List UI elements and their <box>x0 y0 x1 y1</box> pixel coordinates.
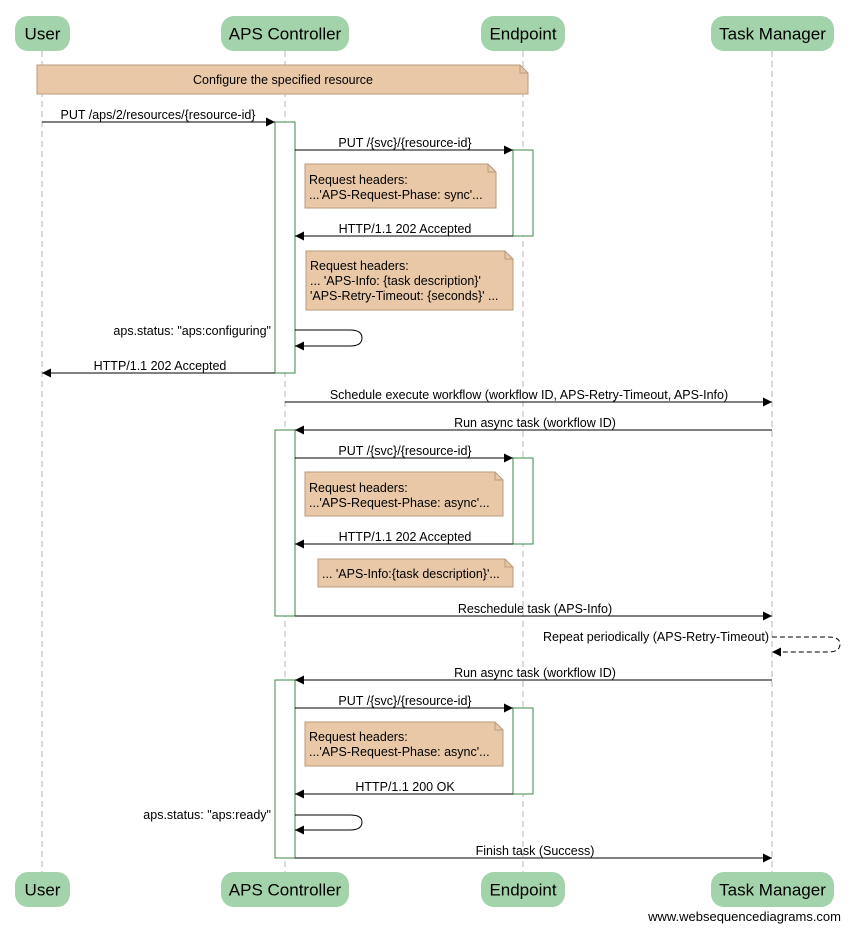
note-sync-headers-line-1: Request headers: <box>309 173 408 187</box>
message-put-svc-1: PUT /{svc}/{resource-id} <box>295 136 513 155</box>
message-reschedule-task: Reschedule task (APS-Info) <box>295 602 772 621</box>
message-put-resource-label: PUT /aps/2/resources/{resource-id} <box>60 108 255 122</box>
message-schedule-workflow: Schedule execute workflow (workflow ID, … <box>285 388 772 407</box>
messages: PUT /aps/2/resources/{resource-id} PUT /… <box>42 108 841 863</box>
message-aps-ready: aps.status: "aps:ready" <box>143 808 363 835</box>
note-async-headers-2: Request headers: ...'APS-Request-Phase: … <box>304 721 504 767</box>
actor-user-bottom-label: User <box>25 881 61 900</box>
actor-user: User <box>15 16 70 51</box>
actors-bottom: User APS Controller Endpoint Task Manage… <box>15 872 834 907</box>
actor-endpoint: Endpoint <box>481 16 565 51</box>
message-put-svc-3: PUT /{svc}/{resource-id} <box>295 694 513 713</box>
actor-task-manager-bottom: Task Manager <box>711 872 834 907</box>
note-aps-info-headers-line-3: 'APS-Retry-Timeout: {seconds}' ... <box>310 289 498 303</box>
message-repeat-periodically-label: Repeat periodically (APS-Retry-Timeout) <box>543 630 769 644</box>
actor-task-manager: Task Manager <box>711 16 834 51</box>
message-202-accepted-2-label: HTTP/1.1 202 Accepted <box>339 530 472 544</box>
message-aps-configuring-label: aps.status: "aps:configuring" <box>113 324 271 338</box>
activations <box>274 121 534 859</box>
note-async-headers-1-line-1: Request headers: <box>309 481 408 495</box>
notes: Configure the specified resource Request… <box>36 64 529 767</box>
message-aps-ready-label: aps.status: "aps:ready" <box>143 808 271 822</box>
note-async-headers-2-line-1: Request headers: <box>309 730 408 744</box>
message-202-accepted-user: HTTP/1.1 202 Accepted <box>42 359 275 378</box>
actor-task-manager-label: Task Manager <box>719 25 826 44</box>
actor-user-bottom: User <box>15 872 70 907</box>
note-async-headers-2-line-2: ...'APS-Request-Phase: async'... <box>309 745 490 759</box>
activation-aps-3 <box>274 679 296 859</box>
message-200-ok: HTTP/1.1 200 OK <box>295 780 513 799</box>
activation-aps-2 <box>274 429 296 617</box>
message-202-accepted-user-label: HTTP/1.1 202 Accepted <box>94 359 227 373</box>
message-run-async-1: Run async task (workflow ID) <box>295 416 772 435</box>
actor-aps-controller-label: APS Controller <box>229 25 342 44</box>
actor-endpoint-label: Endpoint <box>489 25 556 44</box>
actor-user-label: User <box>25 25 61 44</box>
message-put-svc-2: PUT /{svc}/{resource-id} <box>295 444 513 463</box>
message-200-ok-label: HTTP/1.1 200 OK <box>355 780 455 794</box>
message-put-resource: PUT /aps/2/resources/{resource-id} <box>42 108 275 127</box>
message-aps-configuring: aps.status: "aps:configuring" <box>113 324 363 351</box>
note-configure-line-1: Configure the specified resource <box>193 73 373 87</box>
message-put-svc-1-label: PUT /{svc}/{resource-id} <box>338 136 471 150</box>
message-put-svc-2-label: PUT /{svc}/{resource-id} <box>338 444 471 458</box>
note-async-headers-1-line-2: ...'APS-Request-Phase: async'... <box>309 496 490 510</box>
note-sync-headers-line-2: ...'APS-Request-Phase: sync'... <box>309 188 483 202</box>
actor-aps-controller-bottom-label: APS Controller <box>229 881 342 900</box>
note-sync-headers: Request headers: ...'APS-Request-Phase: … <box>304 163 497 209</box>
note-configure: Configure the specified resource <box>36 64 529 95</box>
note-aps-info-headers: Request headers: ... 'APS-Info: {task de… <box>305 250 514 311</box>
actor-endpoint-bottom-label: Endpoint <box>489 881 556 900</box>
activation-endpoint-1 <box>512 149 534 237</box>
actors-top: User APS Controller Endpoint Task Manage… <box>15 16 834 51</box>
note-aps-info: ... 'APS-Info:{task description}'... <box>317 558 514 588</box>
message-schedule-workflow-label: Schedule execute workflow (workflow ID, … <box>330 388 728 402</box>
message-finish-task-label: Finish task (Success) <box>476 844 595 858</box>
message-run-async-2-label: Run async task (workflow ID) <box>454 666 616 680</box>
actor-endpoint-bottom: Endpoint <box>481 872 565 907</box>
message-repeat-periodically: Repeat periodically (APS-Retry-Timeout) <box>543 630 841 657</box>
message-reschedule-task-label: Reschedule task (APS-Info) <box>458 602 612 616</box>
actor-task-manager-bottom-label: Task Manager <box>719 881 826 900</box>
message-202-accepted-1-label: HTTP/1.1 202 Accepted <box>339 222 472 236</box>
message-202-accepted-1: HTTP/1.1 202 Accepted <box>295 222 513 241</box>
message-run-async-2: Run async task (workflow ID) <box>295 666 772 685</box>
note-aps-info-headers-line-2: ... 'APS-Info: {task description}' <box>310 274 481 288</box>
actor-aps-controller: APS Controller <box>221 16 349 51</box>
activation-aps-1 <box>274 121 296 374</box>
note-async-headers-1: Request headers: ...'APS-Request-Phase: … <box>304 471 504 517</box>
activation-endpoint-3 <box>512 707 534 795</box>
note-aps-info-headers-line-1: Request headers: <box>310 259 409 273</box>
message-run-async-1-label: Run async task (workflow ID) <box>454 416 616 430</box>
message-put-svc-3-label: PUT /{svc}/{resource-id} <box>338 694 471 708</box>
note-aps-info-line-1: ... 'APS-Info:{task description}'... <box>322 567 500 581</box>
actor-aps-controller-bottom: APS Controller <box>221 872 349 907</box>
watermark: www.websequencediagrams.com <box>647 909 841 924</box>
message-202-accepted-2: HTTP/1.1 202 Accepted <box>295 530 513 549</box>
activation-endpoint-2 <box>512 457 534 545</box>
message-finish-task: Finish task (Success) <box>295 844 772 863</box>
